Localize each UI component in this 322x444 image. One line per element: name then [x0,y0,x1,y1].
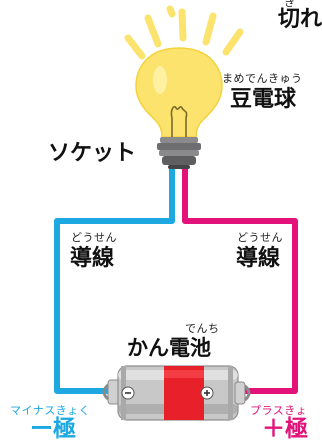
wire-left-ruby: どうせん [71,231,117,244]
minus-pole-label: ー極 [30,416,76,442]
plus-pole-label: ＋極 [262,416,308,442]
wire-right-ruby: どうせん [237,231,283,244]
plus-wire [182,164,298,394]
bulb-ruby: まめでんきゅう [222,72,303,85]
wire-right-label: 導線 [236,246,281,271]
battery-label: かん電池 [127,336,211,360]
minus-pole-ruby: マイナスきょく [10,404,91,417]
wire-left-label: 導線 [70,246,115,271]
light-bulb [135,47,223,138]
battery [102,365,251,421]
bulb-label: 豆電球 [230,87,297,112]
kire-ruby-partial: き [284,0,296,9]
battery-ruby: でんち [185,322,220,335]
filament [170,105,188,137]
socket-label: ソケット [48,141,137,166]
socket [157,137,201,169]
kire-label-partial: 切れ [278,7,322,32]
plus-pole-ruby: プラスきょ [250,404,308,417]
light-rays [124,5,244,60]
minus-wire [54,164,175,394]
